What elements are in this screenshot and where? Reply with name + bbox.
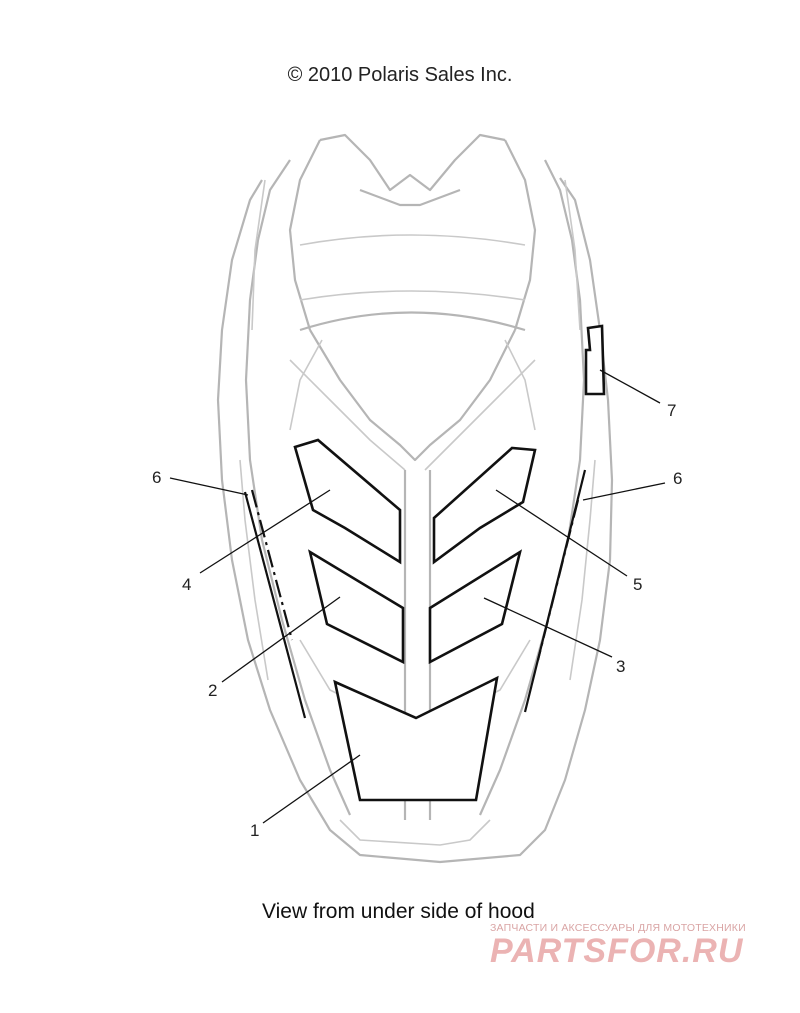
callout-6-right: 6 [673,469,682,488]
callout-4: 4 [182,575,191,594]
decal-3 [428,549,523,665]
decal-group [293,324,606,802]
decal-1 [333,675,499,802]
copyright-notice: © 2010 Polaris Sales Inc. [287,64,513,86]
decal-4 [293,438,402,565]
leader-lines [169,369,666,824]
decal-2 [308,549,405,665]
stripe-left [243,489,307,719]
view-caption: View from under side of hood [262,900,535,923]
callout-2: 2 [208,681,217,700]
callout-1: 1 [250,821,259,840]
callout-7: 7 [667,401,676,420]
stripe-right [523,469,587,713]
watermark-tagline: ЗАПЧАСТИ И АКСЕССУАРЫ ДЛЯ МОТОТЕХНИКИ [490,922,746,934]
callout-3: 3 [616,657,625,676]
watermark-logo: PARTSFOR.RU [490,932,744,970]
decal-5 [432,446,537,565]
callout-6-left: 6 [152,468,161,487]
decal-7 [584,324,606,396]
callout-numbers: 1 2 3 4 5 6 6 7 [152,401,682,840]
callout-5: 5 [633,575,642,594]
